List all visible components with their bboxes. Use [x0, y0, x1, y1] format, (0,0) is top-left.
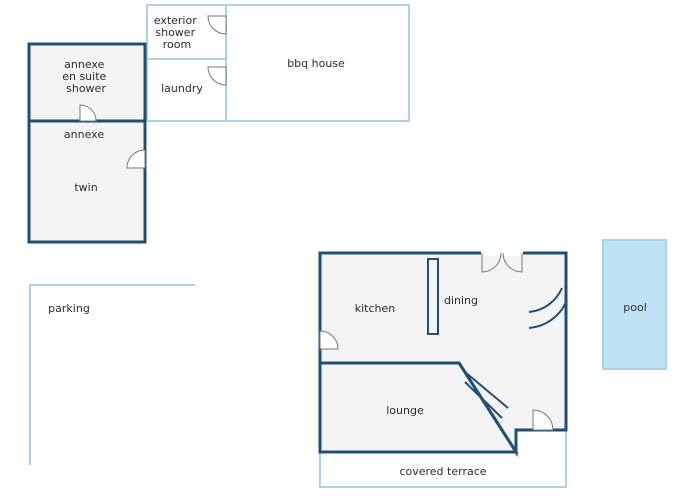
- terrace-door: [532, 409, 554, 431]
- label-laundry: laundry: [161, 82, 203, 95]
- kitchen-island: [427, 258, 439, 335]
- annexe-block: [27, 42, 147, 244]
- kitchen-door: [319, 330, 339, 350]
- label-exterior-shower-room: exterior shower room: [154, 14, 201, 51]
- label-annexe: annexe: [64, 128, 104, 141]
- lounge-slider-2: [464, 381, 503, 419]
- label-covered-terrace: covered terrace: [399, 465, 486, 478]
- dining-sliding-door-2: [528, 301, 567, 329]
- label-parking: parking: [48, 302, 90, 315]
- en-suite-door: [79, 104, 97, 122]
- label-kitchen: kitchen: [355, 302, 396, 315]
- bbq-house-outline: [146, 4, 410, 122]
- parking-outline: [29, 284, 195, 465]
- label-dining: dining: [444, 294, 478, 307]
- exterior-shower-door: [207, 15, 227, 35]
- label-twin: twin: [74, 181, 97, 194]
- dining-sliding-door-1: [528, 287, 563, 313]
- lounge-slider-1: [464, 371, 509, 409]
- laundry-door: [207, 66, 227, 86]
- twin-door: [126, 149, 146, 169]
- label-lounge: lounge: [386, 404, 424, 417]
- label-annexe-en-suite-shower: annexe en suite shower: [62, 58, 110, 95]
- covered-terrace-outline: [319, 430, 567, 488]
- pool: [602, 239, 667, 370]
- label-bbq-house: bbq house: [287, 57, 345, 70]
- double-door-gap: [481, 251, 523, 256]
- label-pool: pool: [623, 301, 647, 314]
